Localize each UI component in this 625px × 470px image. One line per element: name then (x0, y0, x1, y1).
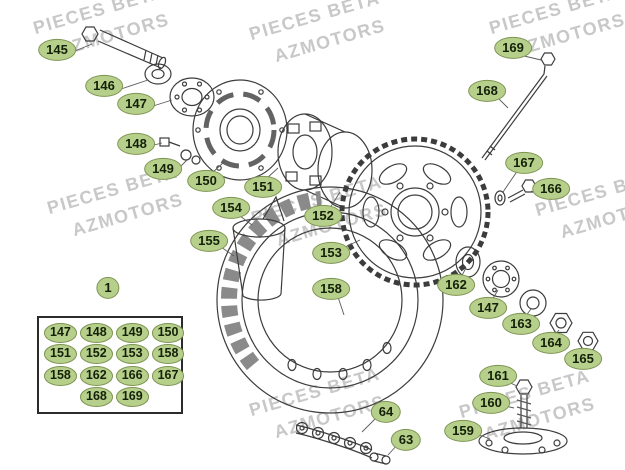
legend-item-168[interactable]: 168 (80, 387, 113, 408)
legend-item-147[interactable]: 147 (44, 322, 77, 343)
callout-1[interactable]: 1 (96, 276, 120, 300)
callout-63[interactable]: 63 (390, 428, 422, 452)
legend-item-150[interactable]: 150 (151, 322, 185, 343)
legend-item-167[interactable]: 167 (151, 365, 185, 386)
callout-148[interactable]: 148 (117, 132, 155, 156)
callout-155[interactable]: 155 (190, 229, 228, 253)
callout-165[interactable]: 165 (564, 347, 602, 371)
callout-169[interactable]: 169 (494, 36, 532, 60)
disc-bolt-drawing (159, 137, 201, 165)
adjuster-drawing (478, 379, 568, 455)
brake-disc-drawing (192, 79, 288, 181)
chain-drawing (295, 421, 391, 465)
legend-item-148[interactable]: 148 (79, 322, 113, 343)
sleeve-drawing (232, 195, 286, 301)
callout-146[interactable]: 146 (85, 74, 123, 98)
legend-item-152[interactable]: 152 (79, 344, 113, 365)
callout-154[interactable]: 154 (212, 196, 250, 220)
callout-160[interactable]: 160 (472, 391, 510, 415)
callout-168[interactable]: 168 (468, 79, 506, 103)
legend-item-158[interactable]: 158 (44, 365, 77, 386)
callout-145[interactable]: 145 (38, 38, 76, 62)
callout-166[interactable]: 166 (532, 177, 570, 201)
callout-150[interactable]: 150 (187, 169, 225, 193)
callout-161[interactable]: 161 (479, 364, 517, 388)
callout-147[interactable]: 147 (117, 92, 155, 116)
callout-152[interactable]: 152 (304, 204, 342, 228)
legend-item-151[interactable]: 151 (44, 344, 77, 365)
rod-drawing (481, 52, 556, 161)
small-bolt-drawing (494, 179, 537, 206)
legend-item-162[interactable]: 162 (79, 365, 113, 386)
legend-item-153[interactable]: 153 (115, 344, 149, 365)
callout-158[interactable]: 158 (312, 277, 350, 301)
legend-item-169[interactable]: 169 (115, 387, 149, 408)
spacer-ring-drawing (144, 63, 172, 85)
legend-item-149[interactable]: 149 (115, 322, 149, 343)
legend-item-158[interactable]: 158 (151, 344, 185, 365)
callout-167[interactable]: 167 (505, 151, 543, 175)
callout-64[interactable]: 64 (370, 400, 402, 424)
callout-162[interactable]: 162 (437, 273, 475, 297)
callout-163[interactable]: 163 (502, 312, 540, 336)
callout-164[interactable]: 164 (532, 331, 570, 355)
callout-153[interactable]: 153 (312, 241, 350, 265)
callout-159[interactable]: 159 (444, 419, 482, 443)
legend-item-166[interactable]: 166 (115, 365, 149, 386)
callout-147[interactable]: 147 (469, 296, 507, 320)
callout-151[interactable]: 151 (244, 175, 282, 199)
left-bearing-drawing (169, 77, 215, 117)
axle-drawing (81, 26, 167, 70)
sprocket-drawing (339, 136, 491, 288)
callout-149[interactable]: 149 (144, 157, 182, 181)
